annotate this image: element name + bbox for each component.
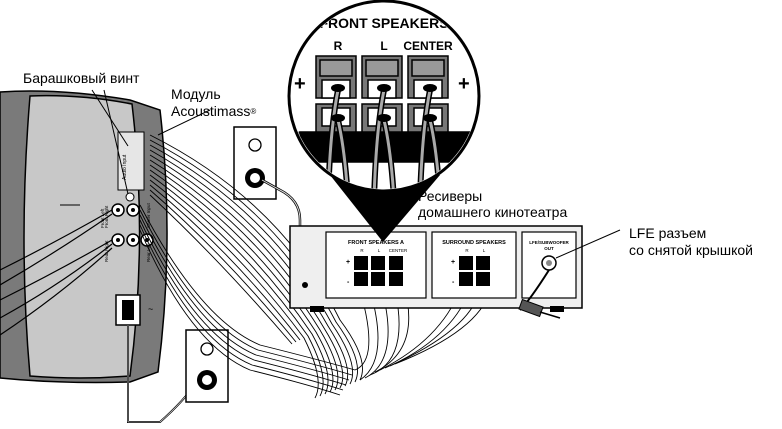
- svg-text:Rear Left: Rear Left: [146, 243, 151, 262]
- module-label-line2: Acoustimass: [171, 103, 251, 119]
- receiver-surround-title: SURROUND SPEAKERS: [442, 240, 506, 246]
- svg-text:Front Left: Front Left: [100, 208, 105, 228]
- audio-input-label: Audio Input: [122, 154, 128, 180]
- svg-text:Front Right: Front Right: [104, 205, 109, 228]
- svg-text:Center Input: Center Input: [146, 202, 151, 228]
- receiver-surround-l: L: [483, 248, 486, 253]
- receiver-lfe-sub: OUT: [544, 246, 554, 251]
- receiver-surround-r: R: [465, 248, 469, 253]
- magnifier-title: FRONT SPEAKERS: [319, 15, 448, 31]
- svg-text:-: -: [347, 279, 350, 286]
- svg-text:+: +: [346, 259, 350, 266]
- receiver-front-title: FRONT SPEAKERS A: [348, 240, 404, 246]
- acoustimass-module: Audio Input Front Right Front Left Cente…: [0, 90, 168, 384]
- module-label-line2-wrap: Acoustimass®: [171, 103, 256, 120]
- receiver-label-line2: домашнего кинотеатра: [418, 204, 568, 220]
- callout-leaders: [91, 89, 621, 259]
- magnifier-channel-r: R: [334, 39, 343, 53]
- lfe-label-line2: со снятой крышкой: [629, 242, 753, 258]
- thumbscrew-label: Барашковый винт: [23, 70, 140, 86]
- receiver-lfe-title: LFE/SUBWOOFER: [529, 240, 569, 245]
- magnifier-terminals: [299, 55, 471, 163]
- magnifier-bubble: FRONT SPEAKERS R L CENTER + + – –: [287, 0, 481, 242]
- module-jack-labels: Front Right Front Left Center Input Rear…: [100, 202, 151, 262]
- svg-text:+: +: [451, 259, 455, 266]
- power-symbol: ~: [148, 304, 153, 314]
- home-theater-receiver: FRONT SPEAKERS A R L CENTER + - SURROUND…: [289, 225, 583, 312]
- module-input-cables: [0, 209, 113, 336]
- receiver-label-line1: Ресиверы: [418, 188, 483, 204]
- receiver-surround-terminals: [459, 256, 490, 286]
- svg-text:Rear Right: Rear Right: [104, 240, 109, 262]
- magnifier-channel-l: L: [380, 39, 387, 53]
- lfe-label-line1: LFE разъем: [629, 225, 707, 241]
- receiver-front-l: L: [378, 248, 381, 253]
- magnifier-plus-left: +: [294, 73, 306, 95]
- thumbscrew-lower: [125, 192, 135, 202]
- svg-text:-: -: [452, 279, 455, 286]
- module-label-line1: Модуль: [171, 86, 221, 102]
- wall-outlet-lower: [185, 329, 229, 403]
- registered-mark: ®: [250, 107, 257, 116]
- magnifier-channel-center: CENTER: [403, 39, 453, 53]
- receiver-front-terminals: [354, 256, 403, 286]
- receiver-front-center: CENTER: [389, 248, 408, 253]
- magnifier-plus-right: +: [458, 73, 470, 95]
- receiver-front-r: R: [360, 248, 364, 253]
- wall-outlet-upper: [233, 126, 277, 200]
